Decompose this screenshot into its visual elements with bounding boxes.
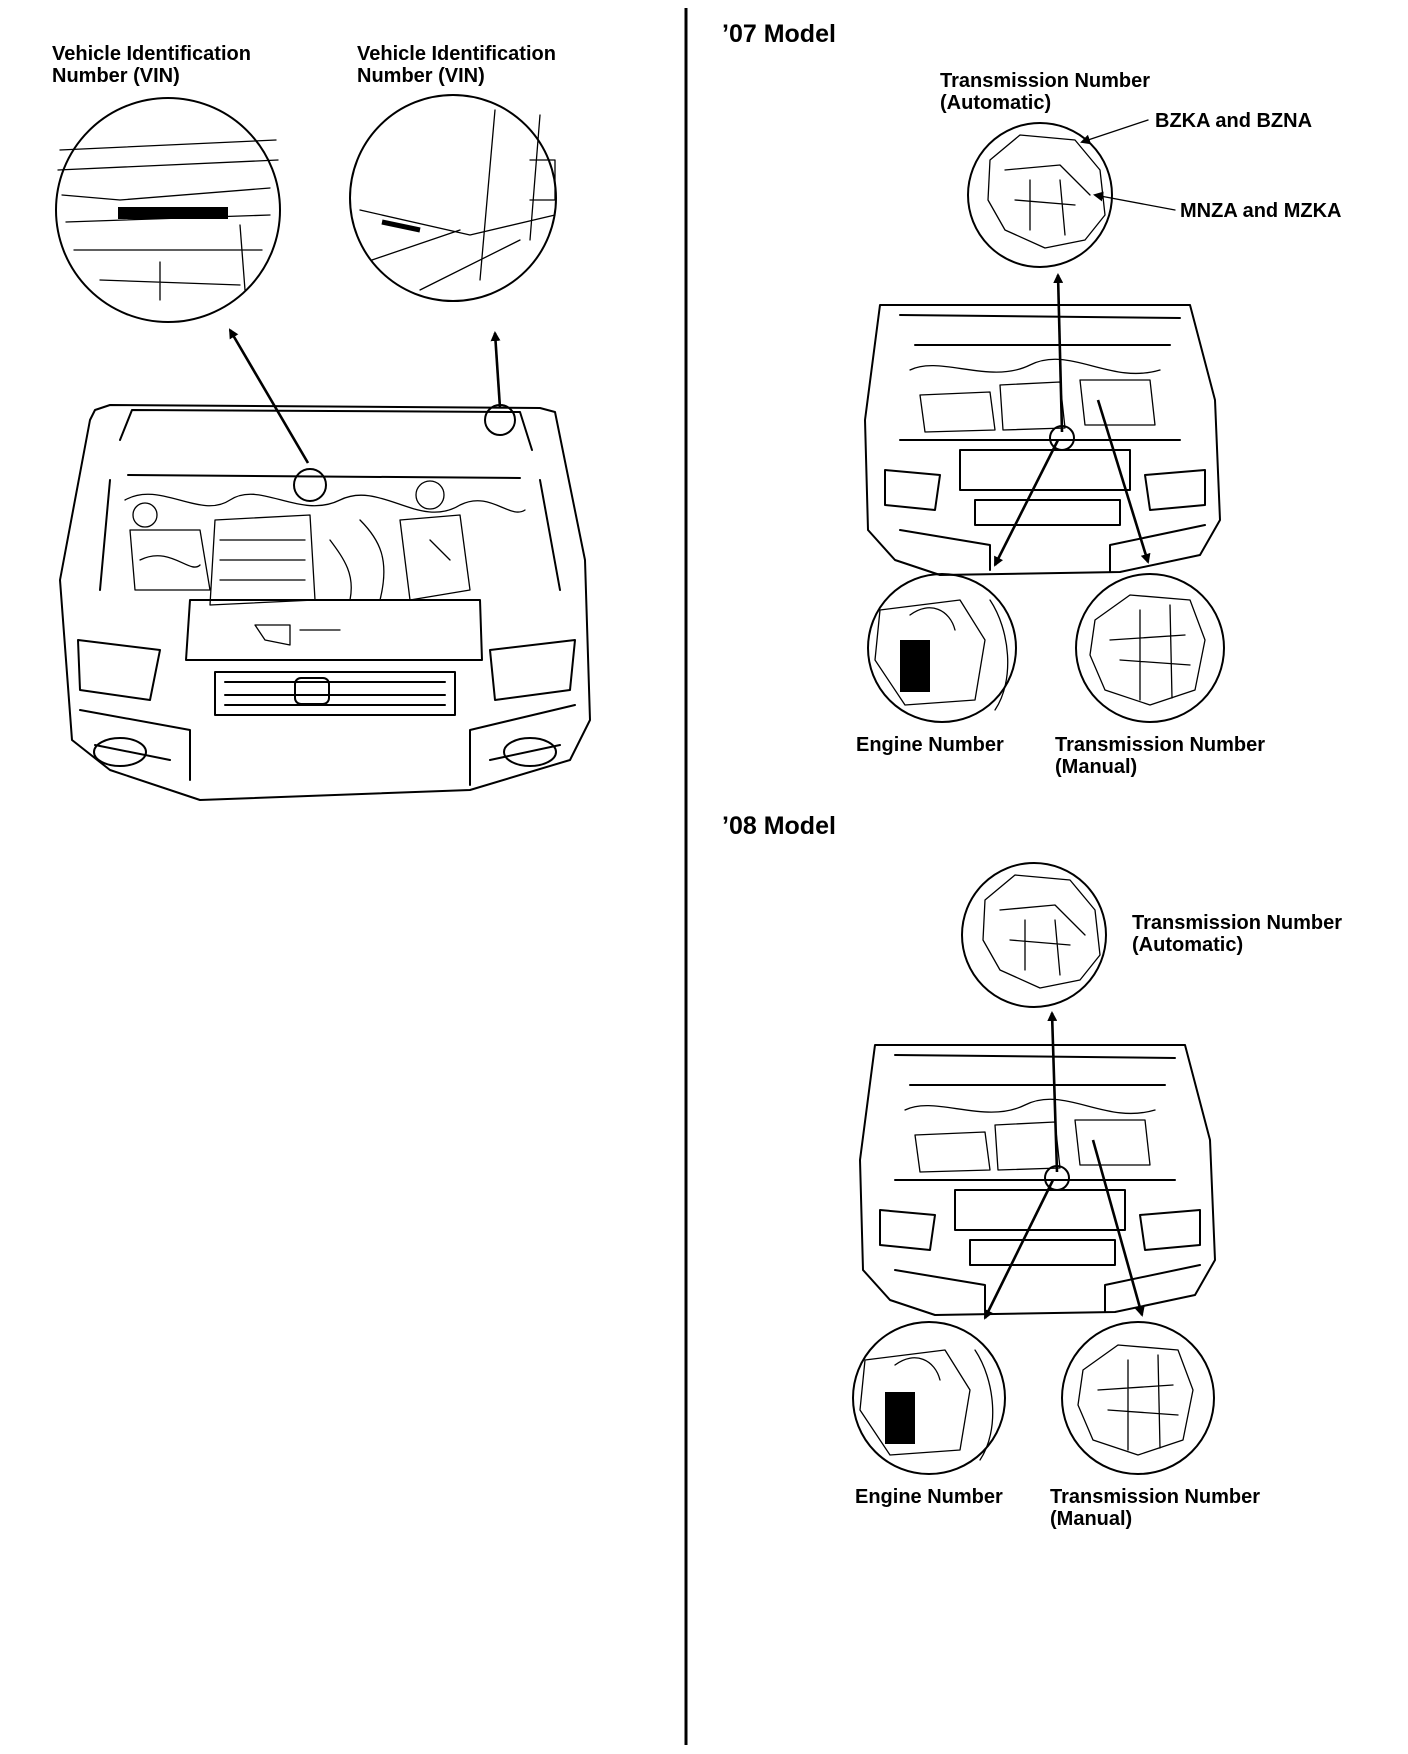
vin-plate-mark <box>118 207 228 219</box>
model-08-transmission-manual-label: Transmission Number (Manual) <box>1050 1486 1261 1530</box>
vin-label-left: Vehicle Identification Number (VIN) <box>52 43 251 87</box>
model-07-automatic-transmission-circle <box>967 122 1113 268</box>
model-08-engine-number-circle <box>852 1321 1006 1475</box>
model-07-heading: ’07 Model <box>722 20 836 48</box>
vin-detail-circle-dash <box>55 97 281 323</box>
model-07-manual-transmission-circle <box>1075 573 1225 723</box>
model-07-vehicle-front-view <box>864 304 1221 576</box>
model-07-transmission-manual-label: Transmission Number (Manual) <box>1055 734 1266 778</box>
model-08-vehicle-front-view <box>859 1044 1216 1316</box>
vin-detail-circle-windshield <box>349 94 557 302</box>
model-07-engine-label: Engine Number <box>856 734 1004 756</box>
model-07-transmission-auto-label: Transmission Number (Automatic) <box>940 70 1151 114</box>
vin-label-right: Vehicle Identification Number (VIN) <box>357 43 556 87</box>
model-08-manual-transmission-circle <box>1061 1321 1215 1475</box>
model-07-mnza-label: MNZA and MZKA <box>1180 200 1342 222</box>
model-08-engine-label: Engine Number <box>855 1486 1003 1508</box>
model-08-automatic-transmission-circle <box>961 862 1107 1008</box>
vehicle-front-view-vin <box>59 404 591 801</box>
model-08-heading: ’08 Model <box>722 812 836 840</box>
model-08-transmission-auto-label: Transmission Number (Automatic) <box>1132 912 1343 956</box>
model-07-bzka-label: BZKA and BZNA <box>1155 110 1313 132</box>
model-07-engine-number-circle <box>867 573 1017 723</box>
